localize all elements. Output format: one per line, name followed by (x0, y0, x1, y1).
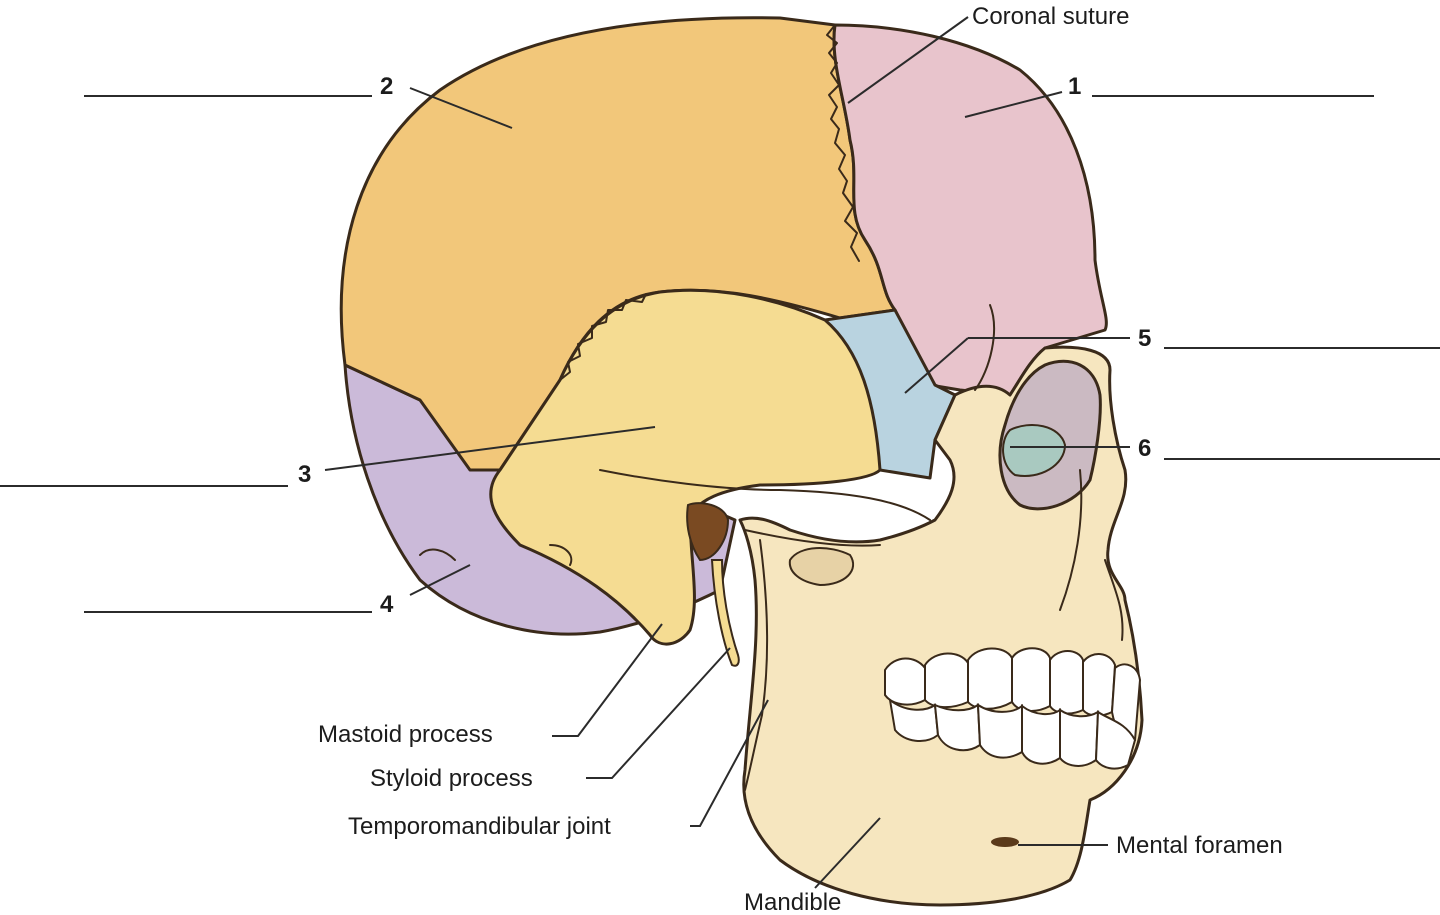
mastoid-detail (549, 544, 573, 566)
orbit-rim-line (974, 304, 996, 391)
label-mastoid-process: Mastoid process (318, 721, 493, 748)
zygomatic-arch (599, 469, 931, 521)
number-label-4: 4 (380, 591, 394, 618)
squamosal-suture-line (559, 293, 647, 381)
leader-coronal (847, 16, 969, 104)
leader-2 (409, 87, 513, 129)
leader-4 (409, 564, 471, 596)
lower-teeth (888, 697, 1137, 770)
number-label-1: 1 (1068, 73, 1081, 100)
lacrimal-area (1002, 424, 1067, 477)
label-coronal-suture: Coronal suture (972, 3, 1129, 30)
maxilla-detail (1059, 469, 1083, 611)
zygomatic-lower-edge (744, 529, 881, 547)
leader-tmj (690, 699, 769, 827)
mandibular-condyle (788, 547, 855, 587)
occipital-detail (419, 548, 456, 561)
leader-1 (964, 91, 1063, 118)
leader-3 (324, 426, 656, 471)
leader-mandible (814, 817, 881, 889)
upper-teeth (884, 647, 1142, 742)
leader-mastoid (552, 623, 663, 737)
styloid-process (710, 559, 740, 667)
number-label-6: 6 (1138, 435, 1151, 462)
number-label-2: 2 (380, 73, 393, 100)
label-styloid-process: Styloid process (370, 765, 533, 792)
nasal-detail (1104, 559, 1124, 641)
number-label-5: 5 (1138, 325, 1151, 352)
leader-5b (904, 337, 969, 394)
ramus-line (744, 539, 769, 791)
number-label-3: 3 (298, 461, 311, 488)
external-auditory-meatus (686, 502, 730, 562)
coronal-suture-line (826, 24, 860, 262)
leader-styloid (586, 647, 731, 779)
label-mandible: Mandible (744, 889, 841, 915)
label-mental-foramen: Mental foramen (1116, 832, 1283, 859)
temporal-bone (489, 288, 882, 646)
mental-foramen (991, 837, 1019, 847)
label-temporomandibular-joint: Temporomandibular joint (348, 813, 611, 840)
